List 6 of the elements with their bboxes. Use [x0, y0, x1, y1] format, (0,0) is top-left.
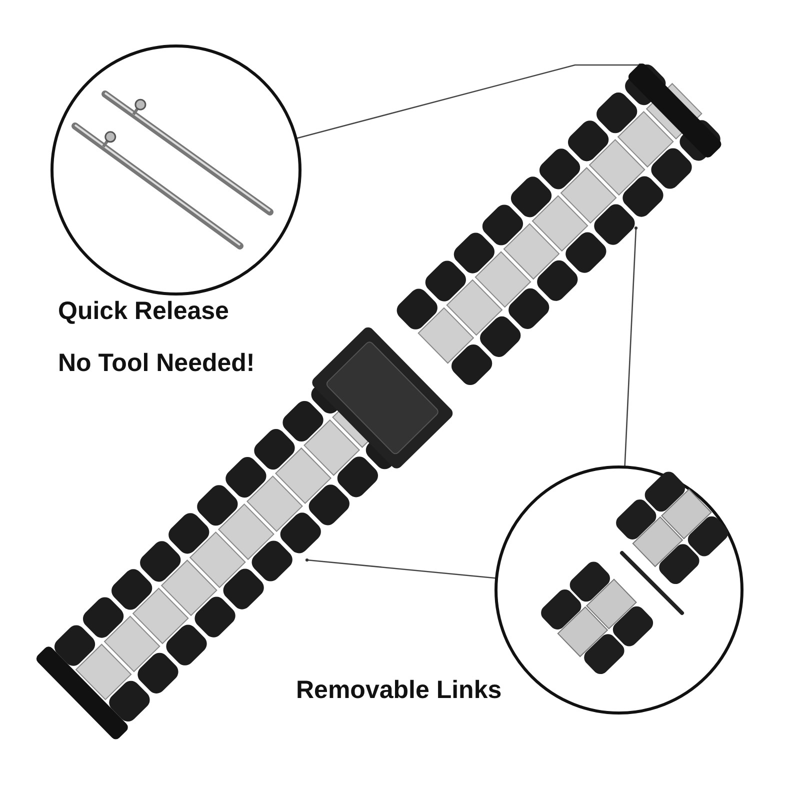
feature-caption: No Tool Needed!	[58, 350, 255, 378]
leader-line	[624, 226, 638, 466]
feature-caption: Removable Links	[296, 677, 502, 704]
leader-line	[296, 63, 642, 139]
feature-caption: Quick Release	[58, 298, 229, 326]
leader-line	[305, 558, 496, 579]
